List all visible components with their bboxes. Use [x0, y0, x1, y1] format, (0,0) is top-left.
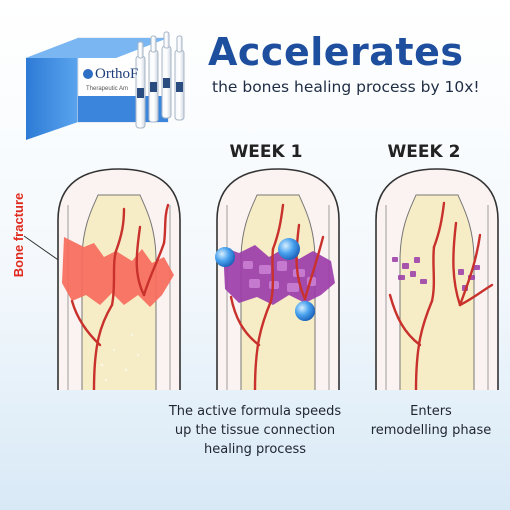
bone-diagram-week-2: [375, 168, 499, 390]
subheadline: the bones healing process by 10x!: [212, 78, 480, 96]
product-package-image: OrthoF Therapeutic Am: [26, 31, 185, 140]
week-1-caption: The active formula speeds up the tissue …: [150, 402, 360, 459]
week-2-caption-line-1: Enters: [410, 404, 452, 419]
bone-diagram-week-1: [215, 168, 340, 390]
headline: Accelerates: [208, 30, 464, 74]
week-2-label: WEEK 2: [387, 142, 461, 162]
week-2-caption-line-2: remodelling phase: [370, 423, 492, 438]
week-2-caption: Enters remodelling phase: [356, 402, 506, 440]
week-1-caption-line-1: The active formula speeds: [168, 404, 342, 419]
bone-diagram-fracture: [57, 168, 181, 390]
week-1-caption-line-3: healing process: [203, 442, 306, 457]
product-subtitle-text: Therapeutic Am: [86, 86, 128, 92]
week-1-label: WEEK 1: [229, 142, 303, 162]
week-1-caption-line-2: up the tissue connection: [174, 423, 336, 438]
product-brand-text: OrthoF: [95, 66, 138, 82]
